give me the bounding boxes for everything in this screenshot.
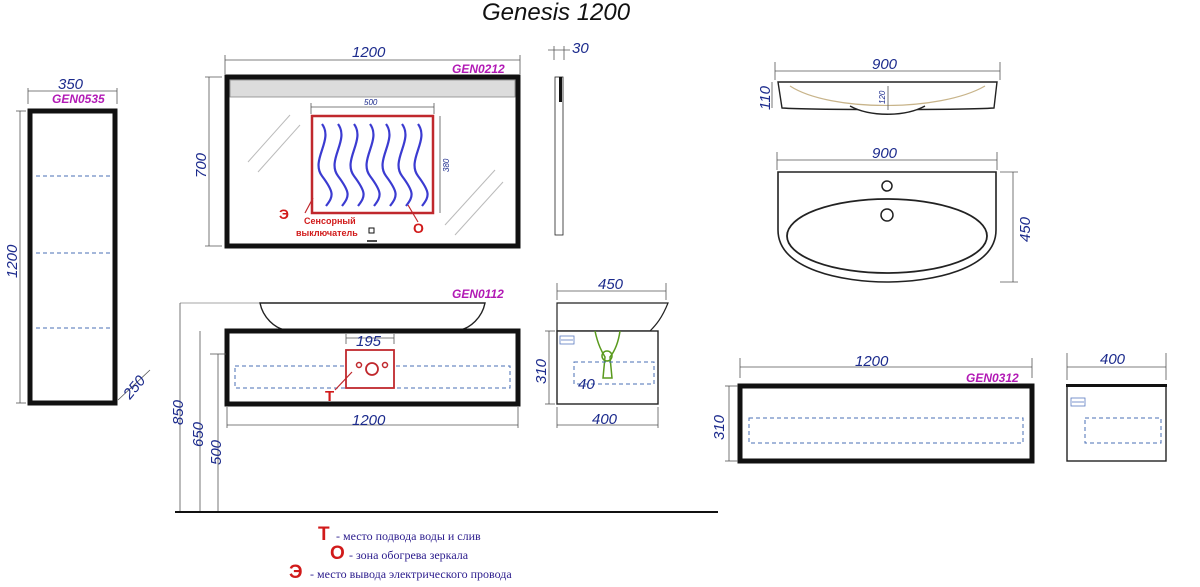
mirror: 1200 GEN0212 700 500 380 Э О [193,40,589,249]
connection-zone [345,349,395,389]
sensor-label-line1: Сенсорный [304,216,356,226]
column-width-dim: 350 [58,76,84,93]
vanity-side-depth-dim: 400 [592,411,618,428]
drawing-title: Genesis 1200 [482,0,631,26]
legend-text-heating: - зона обогрева зеркала [349,548,469,562]
column-cabinet: 350 GEN0535 1200 250 [4,76,151,406]
mirror-code: GEN0212 [452,62,505,76]
heating-mark: О [413,220,424,236]
vanity-front: GEN0112 195 Т 1200 850 650 500 [170,287,718,513]
basin-bowl-dim: 120 [878,90,887,104]
vanity-code: GEN0112 [452,287,504,301]
column-depth-dim: 250 [119,372,149,403]
legend: Т - место подвода воды и слив О - зона о… [289,524,512,583]
vanity-top-depth-dim: 450 [598,276,624,293]
basin-plan: 900 450 [776,145,1034,283]
heat-zone-height-dim: 380 [442,158,451,172]
drawer-code: GEN0312 [966,371,1019,385]
legend-text-electric: - место вывода электрического провода [310,567,512,581]
sensor-switch [368,227,375,234]
height-850-dim: 850 [170,399,187,425]
legend-text-water: - место подвода воды и слив [336,529,481,543]
legend-mark-water: Т [318,524,330,545]
mirror-light-strip [229,79,516,98]
vanity-basin [259,302,486,331]
basin-plan-width-dim: 900 [872,145,898,162]
basin-top-height-dim: 110 [757,85,774,110]
vanity-side-40-dim: 40 [578,376,595,393]
column-code: GEN0535 [52,92,105,106]
sensor-label-line2: выключатель [296,228,358,238]
column-height-dim: 1200 [4,244,21,278]
drawer-body [737,383,1035,464]
vanity-side-height-dim: 310 [533,358,550,384]
drawer-unit: 1200 GEN0312 310 400 [711,351,1167,464]
drawer-side-depth-dim: 400 [1100,351,1126,368]
basin-top-width-dim: 900 [872,56,898,73]
mirror-height-dim: 700 [193,152,210,178]
basin-plan-depth-dim: 450 [1017,216,1034,242]
heat-zone-width-dim: 500 [364,98,378,107]
mirror-depth-dim: 30 [572,40,589,57]
basin-elevation: 900 110 120 [757,56,1001,115]
legend-mark-heating: О [330,543,345,564]
drawer-side-view [1066,385,1167,462]
drawer-width-dim: 1200 [855,353,889,370]
connection-zone-dim: 195 [356,333,382,350]
vanity-side: 450 310 40 400 [533,276,669,428]
legend-mark-electric: Э [289,562,303,583]
mirror-width-dim: 1200 [352,44,386,61]
height-650-dim: 650 [190,421,207,447]
electric-mark: Э [279,206,289,222]
column-body [27,108,118,406]
height-500-dim: 500 [208,439,225,465]
drawer-height-dim: 310 [711,414,728,440]
water-mark: Т [325,388,334,405]
heat-waves [317,123,429,207]
vanity-width-dim: 1200 [352,412,386,429]
